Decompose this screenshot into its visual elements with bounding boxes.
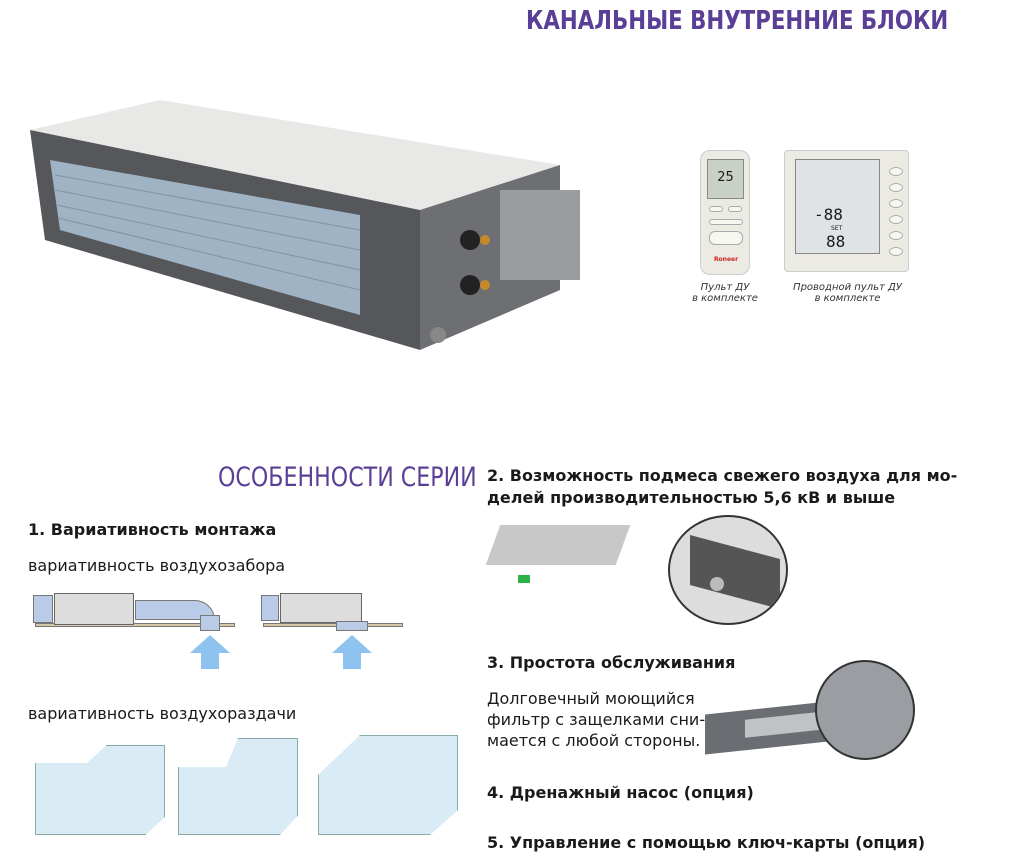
text-line: Долговечный моющийся [487,689,695,708]
feature-1-heading: 1. Вариативность монтажа [28,520,277,539]
set-label: SET [831,225,843,232]
intake-diagram-2 [258,585,408,669]
controller-button [889,183,903,192]
fresh-air-zoom-image [668,515,788,625]
remote-caption: Пульт ДУ в комплекте [680,282,770,304]
feature-3-text: Долговечный моющийся фильтр с защелками … [487,688,705,751]
controller-button [889,215,903,224]
text-line: фильтр с защелками сни- [487,710,706,729]
remote-brand: Roneer [713,256,739,263]
controller-button [889,231,903,240]
airflow-arrow-icon [190,635,230,653]
wired-controller: -88 SET 88 [784,150,909,272]
air-intake-label: вариативность воздухозабора [28,556,286,575]
remote-button [709,219,743,225]
remote-button [728,206,742,212]
feature-4-heading: 4. Дренажный насос (опция) [487,783,754,802]
caption-line: Пульт ДУ [700,282,750,293]
caption-line: в комплекте [814,293,881,304]
controller-button [889,247,903,256]
caption-line: Проводной пульт ДУ [793,282,902,293]
page-title: КАНАЛЬНЫЕ ВНУТРЕННИЕ БЛОКИ [526,6,949,36]
controller-button [889,167,903,176]
room-diagram-1 [35,745,165,835]
feature-2-heading-1: 2. Возможность подмеса свежего воздуха д… [487,466,958,485]
controller-button [889,199,903,208]
controller-caption: Проводной пульт ДУ в комплекте [780,282,915,304]
feature-5-heading: 5. Управление с помощью ключ-карты (опци… [487,833,926,852]
feature-2-heading-2: делей производительностью 5,6 кВ и выше [487,488,896,507]
text-line: мается с любой стороны. [487,731,701,750]
room-diagram-2 [178,738,298,835]
remote-button [709,231,743,245]
intake-diagram-1 [30,585,240,669]
airflow-arrow-icon [332,635,372,653]
room-diagram-3 [318,735,458,835]
remote-button [709,206,723,212]
feature-3-heading: 3. Простота обслуживания [487,653,736,672]
duct-unit-drawing [30,100,580,350]
air-supply-label: вариативность воздухораздачи [28,704,297,723]
section-title: ОСОБЕННОСТИ СЕРИИ [218,462,477,493]
remote-display: 25 [707,159,744,199]
set-display: 88 [826,232,846,251]
filter-zoom-image [815,660,915,760]
caption-line: в комплекте [692,293,758,304]
fresh-air-image [485,515,638,595]
duct-unit-image [20,90,600,370]
ir-remote: 25 Roneer [700,150,750,275]
temp-display: -88 [814,205,843,224]
